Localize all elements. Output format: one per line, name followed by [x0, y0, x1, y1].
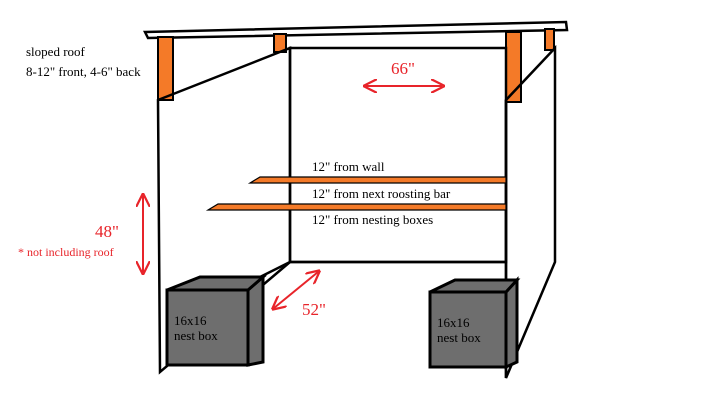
front-left-post — [157, 36, 174, 101]
nest-box-right-line2: nest box — [437, 330, 481, 345]
roof — [143, 20, 569, 40]
height-label: 48" — [95, 222, 119, 241]
roosting-bar-lower — [205, 203, 507, 211]
roost-upper-label: 12" from wall — [312, 159, 385, 174]
nest-box-right — [428, 276, 521, 370]
roost-lower-label: 12" from nesting boxes — [312, 212, 433, 227]
back-wall — [288, 46, 508, 264]
nest-box-left — [165, 273, 268, 367]
nest-box-right-line1: 16x16 — [437, 315, 470, 330]
nest-box-left-line1: 16x16 — [174, 313, 207, 328]
width-label: 66" — [391, 59, 415, 78]
roost-middle-label: 12" from next roosting bar — [312, 186, 451, 201]
nest-box-left-line2: nest box — [174, 328, 218, 343]
roof-note-line2: 8-12" front, 4-6" back — [26, 64, 141, 79]
roosting-bar-upper — [247, 176, 507, 184]
depth-label: 52" — [302, 300, 326, 319]
depth-arrow — [274, 272, 318, 308]
back-right-post — [544, 28, 555, 51]
roof-note-line1: sloped roof — [26, 44, 86, 59]
height-note: * not including roof — [18, 245, 114, 259]
